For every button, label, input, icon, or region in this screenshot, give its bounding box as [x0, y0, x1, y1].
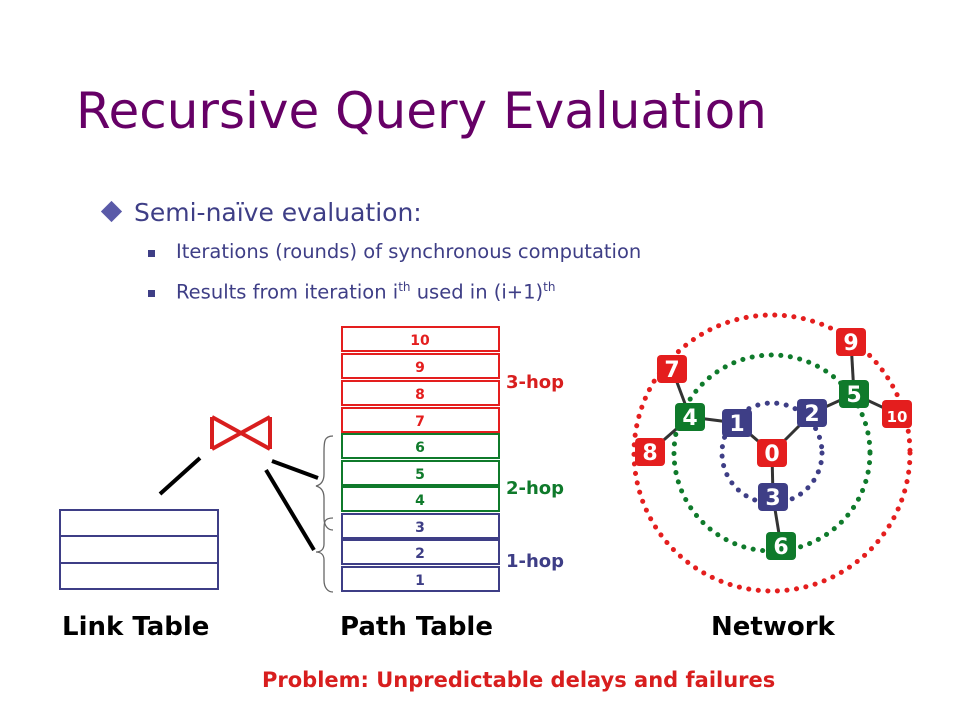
caption-path-table: Path Table	[340, 612, 493, 642]
node-box	[675, 403, 705, 431]
sub2-part-a: Results from iteration i	[176, 280, 399, 304]
node-box	[657, 355, 687, 383]
bullet-text: Semi-naïve evaluation:	[134, 198, 422, 227]
path-row-6: 6	[341, 433, 500, 459]
node-label: 4	[682, 406, 697, 431]
path-row-box	[341, 539, 500, 565]
node-label: 3	[765, 486, 780, 511]
node-box	[758, 483, 788, 511]
path-row-10: 10	[341, 326, 500, 352]
path-table: 10 9 8 7 6 5 4 3 2 1	[341, 326, 500, 592]
path-row-box	[341, 353, 500, 379]
path-row-label: 4	[415, 493, 425, 509]
path-row-label: 5	[415, 467, 425, 483]
path-row-box	[341, 433, 500, 459]
path-row-box	[341, 407, 500, 433]
path-row-2: 2	[341, 539, 500, 565]
node-label: 8	[642, 441, 657, 466]
network-node-0: 0	[757, 439, 787, 467]
node-box	[836, 328, 866, 356]
node-box	[882, 400, 912, 428]
network-node-9: 9	[836, 328, 866, 356]
square-bullet-icon	[148, 290, 155, 297]
node-label: 7	[664, 358, 679, 383]
node-box	[757, 439, 787, 467]
network-node-8: 8	[635, 438, 665, 466]
node-box	[766, 532, 796, 560]
square-bullet-icon	[148, 250, 155, 257]
path-row-box	[341, 513, 500, 539]
path-row-3: 3	[341, 513, 500, 539]
path-row-label: 10	[410, 333, 430, 349]
path-row-label: 9	[415, 360, 425, 376]
network-node-2: 2	[797, 399, 827, 427]
path-row-9: 9	[341, 353, 500, 379]
sub2-sup-2: th	[543, 280, 556, 294]
network-node-7: 7	[657, 355, 687, 383]
link-table	[59, 509, 219, 590]
path-row-1: 1	[341, 566, 500, 592]
node-label: 0	[764, 442, 779, 467]
path-row-box	[341, 380, 500, 406]
sub-bullet-text: Results from iteration ith used in (i+1)…	[176, 280, 555, 304]
path-row-label: 6	[415, 440, 425, 456]
network-node-6: 6	[766, 532, 796, 560]
hop-label-2: 2-hop	[506, 478, 565, 499]
node-label: 10	[887, 408, 908, 426]
path-row-box	[341, 460, 500, 486]
node-box	[722, 409, 752, 437]
network-node-3: 3	[758, 483, 788, 511]
caption-link-table: Link Table	[62, 612, 210, 642]
sub-bullet-text: Iterations (rounds) of synchronous compu…	[176, 240, 642, 263]
path-row-label: 3	[415, 520, 425, 536]
node-box	[635, 438, 665, 466]
node-label: 6	[773, 535, 788, 560]
problem-statement: Problem: Unpredictable delays and failur…	[262, 668, 776, 692]
path-row-box	[341, 326, 500, 352]
path-row-5: 5	[341, 460, 500, 486]
node-label: 2	[804, 402, 819, 427]
path-row-label: 8	[415, 387, 425, 403]
path-row-box	[341, 566, 500, 592]
path-row-7: 7	[341, 407, 500, 433]
red-ring	[631, 312, 913, 594]
path-row-label: 2	[415, 546, 425, 562]
brace-icons	[315, 435, 334, 593]
node-label: 5	[846, 383, 861, 408]
network-node-5: 5	[839, 380, 869, 408]
node-label: 9	[843, 331, 858, 356]
sub2-sup-1: th	[398, 280, 411, 294]
network-node-10: 10	[882, 400, 912, 428]
node-box	[797, 399, 827, 427]
page-title: Recursive Query Evaluation	[76, 82, 767, 140]
network-diagram: 01 2 3 4 5 6 7 8 9 10	[631, 312, 913, 594]
path-row-label: 7	[415, 414, 425, 430]
join-connectors	[158, 456, 319, 552]
join-icon	[210, 415, 272, 451]
sub2-part-b: used in (i+1)	[410, 280, 544, 304]
network-node-4: 4	[675, 403, 705, 431]
network-node-1: 1	[722, 409, 752, 437]
path-row-box	[341, 486, 500, 512]
node-box	[839, 380, 869, 408]
caption-network: Network	[711, 612, 835, 642]
path-row-8: 8	[341, 380, 500, 406]
hop-label-1: 1-hop	[506, 551, 565, 572]
path-row-4: 4	[341, 486, 500, 512]
path-row-label: 1	[415, 573, 425, 589]
node-label: 1	[729, 412, 744, 437]
hop-label-3: 3-hop	[506, 372, 565, 393]
